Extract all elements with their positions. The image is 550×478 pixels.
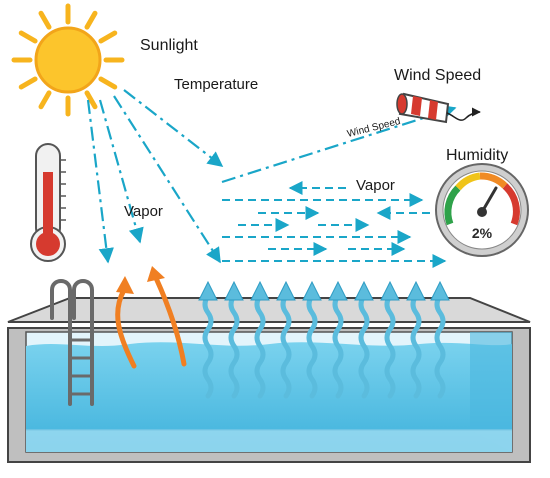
pool-ladder-icon <box>50 279 94 406</box>
label-vapor-right: Vapor <box>356 177 395 194</box>
label-wind-speed-small: Wind Speed <box>346 116 402 140</box>
wavy-arrow-head <box>328 280 348 301</box>
wavy-arrow-head <box>224 280 244 301</box>
wavy-arrow <box>280 293 292 399</box>
thermometer-icon <box>30 143 66 262</box>
wavy-arrow-head <box>430 280 450 301</box>
sun-icon <box>11 3 125 117</box>
wavy-arrow <box>202 293 214 399</box>
label-vapor-left: Vapor <box>124 203 163 220</box>
label-humidity: Humidity <box>446 147 508 164</box>
pool <box>7 297 531 463</box>
wavy-arrow <box>306 293 318 399</box>
wavy-arrow <box>254 293 266 399</box>
wavy-arrow-head <box>198 280 218 301</box>
windsock-icon <box>396 92 481 124</box>
sunlight-rays <box>86 89 457 264</box>
vapor-flow-arrows <box>222 181 447 268</box>
wavy-arrow <box>410 293 422 399</box>
humidity-value: 2% <box>472 225 493 241</box>
label-temperature: Temperature <box>174 76 258 93</box>
label-sunlight: Sunlight <box>140 37 198 54</box>
wavy-arrow-head <box>302 280 322 301</box>
wavy-arrow-head <box>276 280 296 301</box>
wavy-arrow-head <box>354 280 374 301</box>
wavy-arrow <box>228 293 240 399</box>
label-wind-speed: Wind Speed <box>394 67 481 84</box>
wavy-arrow-head <box>380 280 400 301</box>
wavy-arrow-head <box>250 280 270 301</box>
humidity-gauge-icon: 2% <box>435 163 529 257</box>
wavy-arrow <box>434 293 446 399</box>
wavy-arrow-head <box>406 280 426 301</box>
evaporation-wavy-arrows <box>198 280 450 399</box>
heat-vapor-arrows <box>115 266 187 369</box>
wavy-arrow <box>384 293 396 399</box>
wavy-arrow <box>332 293 344 399</box>
wavy-arrow <box>358 293 370 399</box>
